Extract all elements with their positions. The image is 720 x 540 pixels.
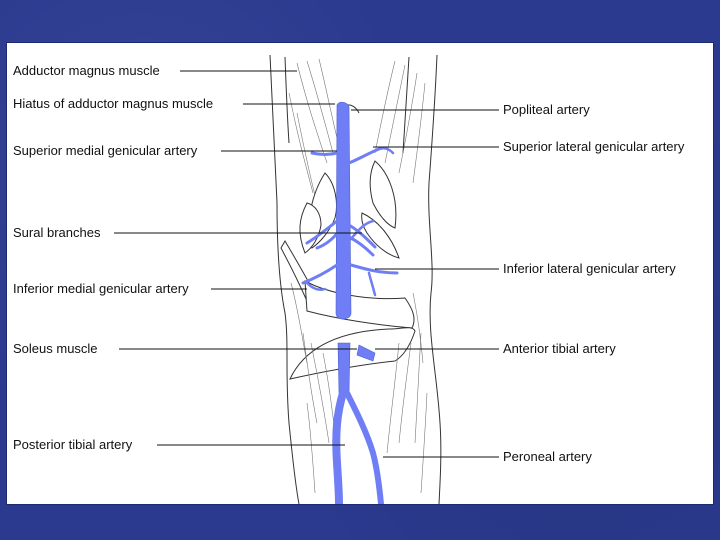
label-adductor-magnus-muscle: Adductor magnus muscle xyxy=(13,63,160,78)
leader-lines xyxy=(114,70,499,458)
label-sural-branches: Sural branches xyxy=(13,225,101,240)
label-soleus-muscle: Soleus muscle xyxy=(13,341,98,356)
popliteus-muscle xyxy=(304,280,415,329)
label-posterior-tibial-artery: Posterior tibial artery xyxy=(13,437,133,452)
label-inferior-lateral-genicular: Inferior lateral genicular artery xyxy=(503,261,676,276)
soleus-muscle-shape xyxy=(289,327,416,380)
label-inferior-medial-genicular: Inferior medial genicular artery xyxy=(13,281,189,296)
label-superior-lateral-genicular: Superior lateral genicular artery xyxy=(503,139,685,154)
label-peroneal-artery: Peroneal artery xyxy=(503,449,592,464)
right-labels: Popliteal artery Superior lateral genicu… xyxy=(503,102,685,464)
diagram-panel: Adductor magnus muscle Hiatus of adducto… xyxy=(7,43,713,504)
label-hiatus-adductor-magnus: Hiatus of adductor magnus muscle xyxy=(13,96,213,111)
knee-arteries-diagram: Adductor magnus muscle Hiatus of adducto… xyxy=(13,54,685,504)
left-labels: Adductor magnus muscle Hiatus of adducto… xyxy=(13,63,213,452)
leg-outline xyxy=(269,54,442,504)
label-anterior-tibial-artery: Anterior tibial artery xyxy=(503,341,616,356)
label-superior-medial-genicular: Superior medial genicular artery xyxy=(13,143,198,158)
lower-arteries xyxy=(332,342,384,504)
label-popliteal-artery: Popliteal artery xyxy=(503,102,590,117)
popliteal-artery-shape xyxy=(335,101,352,320)
